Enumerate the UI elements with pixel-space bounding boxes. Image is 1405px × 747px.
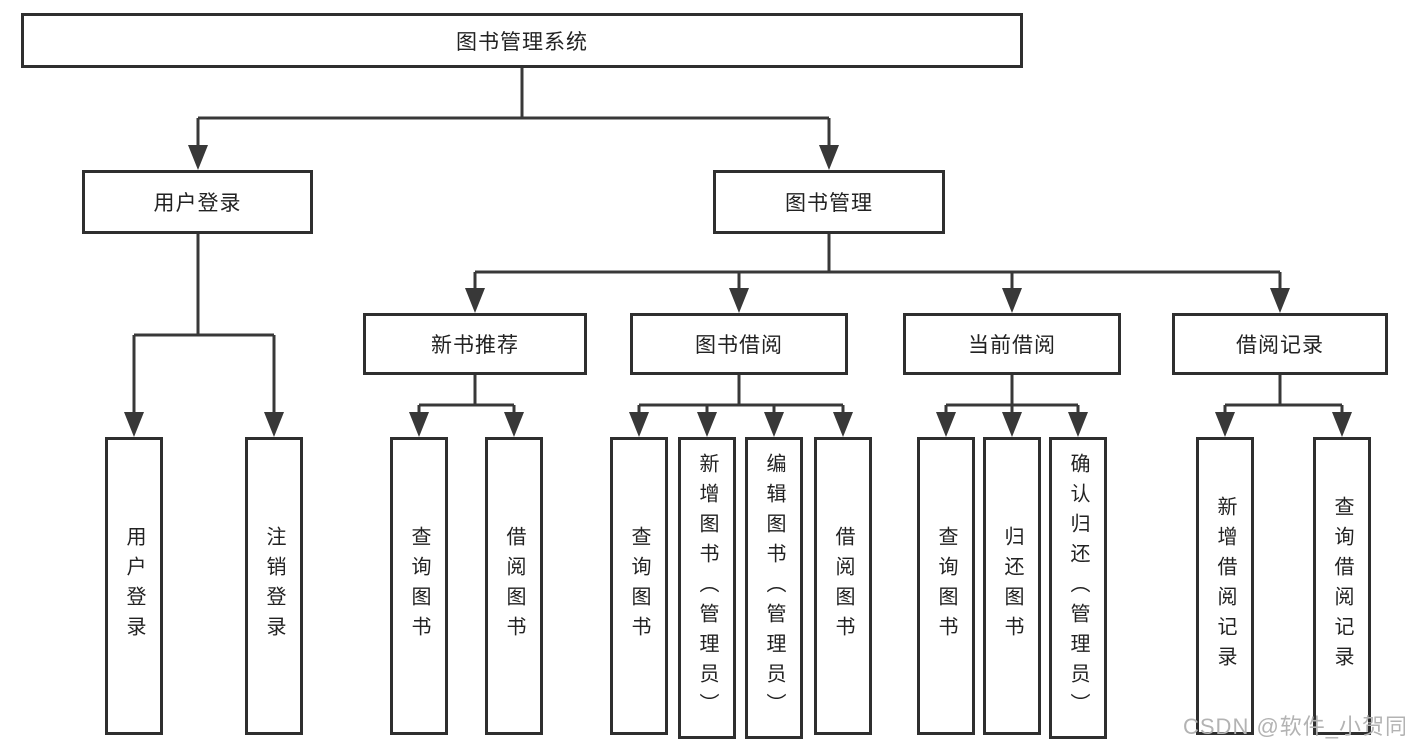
node-book-borrow-label: 图书借阅 — [695, 334, 783, 357]
leaf-query-books-borrow: 查询图书 — [610, 437, 668, 735]
node-book-management: 图书管理 — [713, 170, 945, 234]
leaf-borrow-books-recommend-label: 借阅图书 — [503, 526, 525, 646]
leaf-add-book-admin: 新增图书（管理员） — [678, 437, 736, 739]
node-current-borrow: 当前借阅 — [903, 313, 1121, 375]
leaf-logout: 注销登录 — [245, 437, 303, 735]
leaf-borrow-books-2: 借阅图书 — [814, 437, 872, 735]
leaf-query-books-current-label: 查询图书 — [935, 526, 957, 646]
node-book-management-label: 图书管理 — [785, 192, 873, 215]
leaf-confirm-return-admin: 确认归还（管理员） — [1049, 437, 1107, 739]
leaf-add-book-admin-label: 新增图书（管理员） — [696, 453, 718, 723]
node-borrow-records: 借阅记录 — [1172, 313, 1388, 375]
node-book-borrow: 图书借阅 — [630, 313, 848, 375]
leaf-logout-label: 注销登录 — [263, 526, 285, 646]
leaf-return-book: 归还图书 — [983, 437, 1041, 735]
leaf-query-borrow-record: 查询借阅记录 — [1313, 437, 1371, 735]
leaf-add-borrow-record: 新增借阅记录 — [1196, 437, 1254, 735]
leaf-query-books-recommend-label: 查询图书 — [408, 526, 430, 646]
leaf-query-books-recommend: 查询图书 — [390, 437, 448, 735]
node-current-borrow-label: 当前借阅 — [968, 334, 1056, 357]
leaf-add-borrow-record-label: 新增借阅记录 — [1214, 496, 1236, 676]
leaf-edit-book-admin-label: 编辑图书（管理员） — [763, 453, 785, 723]
node-new-book-recommend: 新书推荐 — [363, 313, 587, 375]
node-new-book-recommend-label: 新书推荐 — [431, 334, 519, 357]
node-root-label: 图书管理系统 — [456, 30, 588, 54]
leaf-query-books-current: 查询图书 — [917, 437, 975, 735]
leaf-confirm-return-admin-label: 确认归还（管理员） — [1067, 453, 1089, 723]
leaf-borrow-books-2-label: 借阅图书 — [832, 526, 854, 646]
node-user-login: 用户登录 — [82, 170, 313, 234]
leaf-edit-book-admin: 编辑图书（管理员） — [745, 437, 803, 739]
leaf-query-borrow-record-label: 查询借阅记录 — [1331, 496, 1353, 676]
node-user-login-label: 用户登录 — [153, 192, 242, 215]
leaf-user-login: 用户登录 — [105, 437, 163, 735]
leaf-user-login-label: 用户登录 — [123, 526, 145, 646]
leaf-return-book-label: 归还图书 — [1001, 526, 1023, 646]
leaf-borrow-books-recommend: 借阅图书 — [485, 437, 543, 735]
node-borrow-records-label: 借阅记录 — [1236, 334, 1324, 357]
arrowheads — [124, 145, 1352, 437]
csdn-watermark: CSDN @软件_小贺同学 — [1183, 714, 1405, 739]
leaf-query-books-borrow-label: 查询图书 — [628, 526, 650, 646]
node-root-system: 图书管理系统 — [21, 13, 1023, 68]
